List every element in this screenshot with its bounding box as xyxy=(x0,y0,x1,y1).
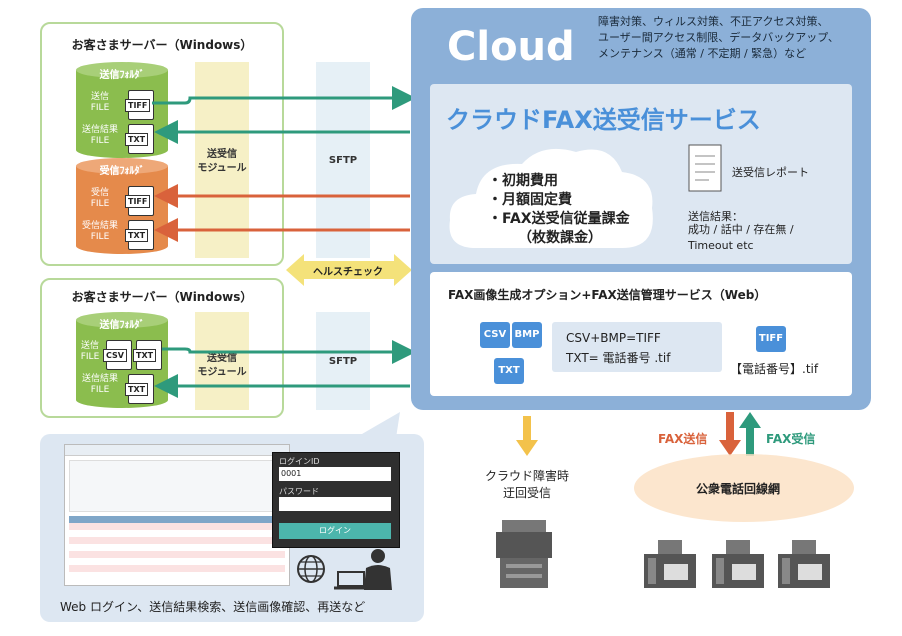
receive-result-file-label: 受信結果 FILE xyxy=(81,221,118,242)
conversion-line-1: CSV+BMP=TIFF xyxy=(566,331,661,345)
send-result-file-label: 送信結果 FILE xyxy=(81,374,118,395)
printer-icon xyxy=(496,520,552,588)
healthcheck-label: ヘルスチェック xyxy=(313,267,383,278)
fax-machine-icon xyxy=(712,540,764,588)
fax-recv-label: FAX受信 xyxy=(766,432,816,446)
globe-icon xyxy=(297,555,325,583)
fax-send-label: FAX送信 xyxy=(658,432,708,446)
user-laptop-icon xyxy=(334,549,392,590)
tiff-file-icon: TIFF xyxy=(125,186,154,216)
preview-table xyxy=(69,516,285,572)
csv-file-icon: CSV xyxy=(103,340,132,370)
phone-network-label: 公衆電話回線網 xyxy=(696,482,781,496)
sendrecv-module-2: 送受信 モジュール xyxy=(195,312,249,410)
fee-usage: ・FAX送受信従量課金 xyxy=(488,211,630,227)
send-file-label: 送信 FILE xyxy=(80,341,100,362)
login-id-input[interactable]: 0001 xyxy=(279,467,391,481)
result-values: 成功 / 話中 / 存在無 / Timeout etc xyxy=(688,223,794,252)
result-heading: 送信結果： xyxy=(688,210,743,223)
web-caption: Web ログイン、送信結果検索、送信画像確認、再送など xyxy=(60,600,366,614)
cloud-features: 障害対策、ウィルス対策、不正アクセス対策、 ユーザー間アクセス制限、データバック… xyxy=(598,15,839,60)
cloud-title: Cloud xyxy=(447,24,575,70)
web-app-preview xyxy=(64,444,290,586)
conversion-box: CSV+BMP=TIFF TXT= 電話番号 .tif xyxy=(552,322,722,372)
fee-monthly: ・月額固定費 xyxy=(488,192,572,208)
txt-icon: TXT xyxy=(494,358,524,384)
preview-search-area xyxy=(69,460,285,512)
txt-file-icon: TXT xyxy=(125,374,154,404)
sftp-2: SFTP xyxy=(316,312,370,410)
bmp-icon: BMP xyxy=(512,322,542,348)
server-1-title: お客さまサーバー（Windows） xyxy=(71,38,253,52)
sftp-2-label: SFTP xyxy=(328,356,358,367)
send-result-file-label: 送信結果 FILE xyxy=(81,125,118,146)
password-input[interactable] xyxy=(279,497,391,511)
txt-file-icon: TXT xyxy=(133,340,162,370)
login-panel: ログインID 0001 パスワード ログイン xyxy=(272,452,400,548)
txt-file-icon: TXT xyxy=(125,220,154,250)
fee-initial: ・初期費用 xyxy=(488,173,558,189)
server-2-title: お客さまサーバー（Windows） xyxy=(71,290,253,304)
send-file-label: 送信 FILE xyxy=(90,92,110,113)
healthcheck-arrow xyxy=(286,254,412,286)
tiff-filename: 【電話番号】.tif xyxy=(730,362,819,376)
sendrecv-module-1: 送受信 モジュール xyxy=(195,62,249,258)
module-2-label: 送受信 モジュール xyxy=(197,353,247,378)
module-1-label: 送受信 モジュール xyxy=(197,149,247,174)
fee-list: ・初期費用 ・月額固定費 ・FAX送受信従量課金 （枚数課金） xyxy=(488,172,630,248)
fax-machine-icon xyxy=(778,540,830,588)
fee-cloud-shape xyxy=(449,148,653,248)
password-label: パスワード xyxy=(279,487,319,496)
fax-machine-icon xyxy=(644,540,696,588)
receive-folder-label: 受信ﾌｫﾙﾀﾞ xyxy=(99,166,145,177)
receive-file-label: 受信 FILE xyxy=(90,188,110,209)
option-title: FAX画像生成オプション+FAX送信管理サービス（Web） xyxy=(448,288,767,302)
txt-file-icon: TXT xyxy=(125,124,154,154)
fee-usage-note: （枚数課金） xyxy=(518,230,602,246)
login-id-label: ログインID xyxy=(279,457,320,466)
preview-header xyxy=(65,445,289,456)
failover-label: クラウド障害時 迂回受信 xyxy=(484,469,569,500)
sftp-1-label: SFTP xyxy=(328,155,358,166)
report-label: 送受信レポート xyxy=(732,166,809,179)
login-button[interactable]: ログイン xyxy=(279,523,391,539)
service-title: クラウドFAX送受信サービス xyxy=(446,106,761,134)
conversion-line-2: TXT= 電話番号 .tif xyxy=(566,351,671,365)
csv-icon: CSV xyxy=(480,322,510,348)
report-document-icon xyxy=(688,144,722,192)
sftp-1: SFTP xyxy=(316,62,370,258)
send-folder-label: 送信ﾌｫﾙﾀﾞ xyxy=(99,320,145,331)
send-folder-label: 送信ﾌｫﾙﾀﾞ xyxy=(99,70,145,81)
tiff-output-icon: TIFF xyxy=(756,326,786,352)
tiff-file-icon: TIFF xyxy=(125,90,154,120)
